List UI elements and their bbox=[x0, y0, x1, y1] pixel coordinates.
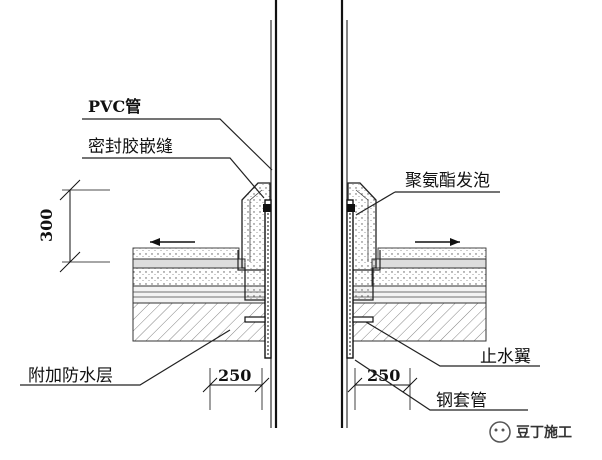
watermark: 豆丁施工 bbox=[489, 421, 572, 443]
pvc-pipe bbox=[270, 0, 348, 428]
sealant-caps bbox=[263, 204, 355, 212]
label-steel-sleeve: 钢套管 bbox=[436, 391, 487, 411]
dim-height bbox=[59, 179, 110, 273]
slope-arrow-left bbox=[150, 238, 195, 246]
label-pvc-pipe: PVC管 bbox=[88, 97, 141, 116]
dim-width-left-text: 250 bbox=[218, 366, 251, 385]
roof-layers-right bbox=[347, 247, 487, 304]
label-water-stop-wing: 止水翼 bbox=[480, 347, 531, 367]
collar-right bbox=[347, 182, 381, 301]
label-sealant-joint: 密封胶嵌缝 bbox=[88, 137, 173, 157]
dim-width-right-text: 250 bbox=[367, 366, 400, 385]
water-stop-wing bbox=[244, 316, 374, 323]
dim-width-right bbox=[347, 368, 418, 410]
steel-sleeve bbox=[264, 199, 354, 359]
dim-height-text: 300 bbox=[37, 209, 56, 242]
slope-arrow-right bbox=[415, 238, 460, 246]
wechat-icon bbox=[489, 421, 511, 443]
label-polyurethane-foam: 聚氨酯发泡 bbox=[405, 171, 490, 191]
label-additional-waterproof-layer: 附加防水层 bbox=[28, 366, 113, 386]
dim-width-left bbox=[202, 368, 270, 410]
collar-left bbox=[237, 182, 271, 301]
leader-lines bbox=[20, 118, 540, 411]
watermark-text: 豆丁施工 bbox=[516, 424, 572, 441]
